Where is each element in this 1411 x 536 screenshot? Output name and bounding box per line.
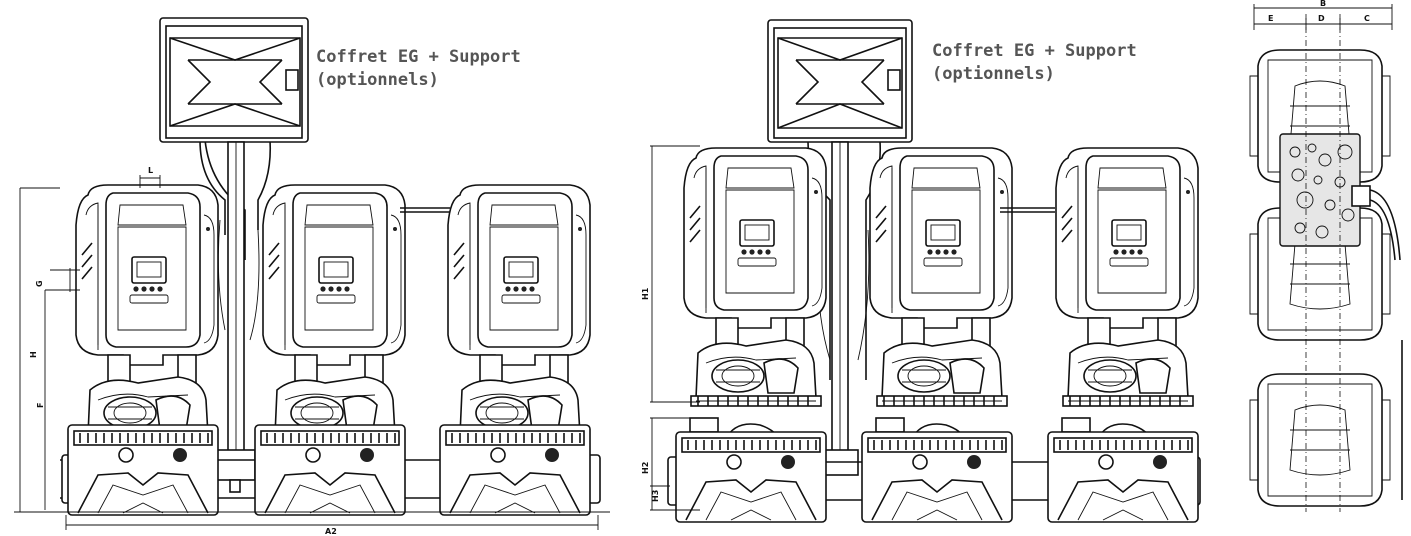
dim-label-C: C <box>1364 14 1370 23</box>
middle-drawing <box>650 19 1201 523</box>
middle-callout-line2: (optionnels) <box>932 64 1055 84</box>
right-drawing <box>1249 4 1403 512</box>
left-callout-line2: (optionnels) <box>316 70 439 90</box>
control-box <box>767 19 913 143</box>
dim-label-G: G <box>35 280 44 287</box>
dim-label-L: L <box>148 166 153 175</box>
dim-label-H2: H2 <box>641 462 650 474</box>
dim-label-F: F <box>36 403 45 408</box>
left-callout-line1: Coffret EG + Support <box>316 47 521 67</box>
dim-label-H3: H3 <box>651 490 660 502</box>
dim-label-E: E <box>1268 14 1273 23</box>
dim-label-H1: H1 <box>641 287 650 300</box>
dim-label-D: D <box>1318 14 1325 23</box>
dim-label-B: B <box>1320 0 1326 8</box>
middle-callout-line1: Coffret EG + Support <box>932 41 1137 61</box>
control-box <box>159 17 309 143</box>
left-drawing <box>14 17 610 530</box>
dim-label-H: H <box>29 351 38 358</box>
dim-label-A2: A2 <box>325 527 337 536</box>
